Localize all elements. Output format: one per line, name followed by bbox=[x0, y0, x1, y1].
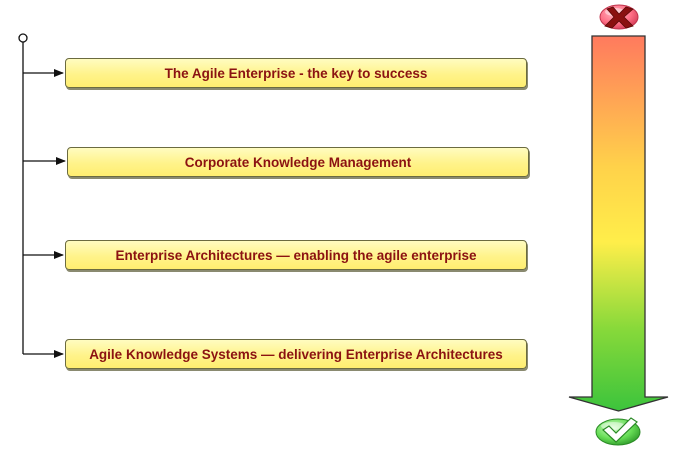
topic-label: The Agile Enterprise - the key to succes… bbox=[164, 65, 428, 81]
gradient-scale bbox=[568, 4, 669, 446]
topic-box-enterprise-architectures: Enterprise Architectures — enabling the … bbox=[65, 240, 527, 270]
connector-tree bbox=[18, 33, 66, 358]
topic-label: Enterprise Architectures — enabling the … bbox=[115, 247, 477, 263]
topic-label: Agile Knowledge Systems — delivering Ent… bbox=[89, 346, 503, 362]
red-cross-icon bbox=[599, 4, 639, 30]
topic-label: Corporate Knowledge Management bbox=[184, 154, 412, 170]
gradient-arrow bbox=[568, 35, 669, 412]
topic-box-knowledge-management: Corporate Knowledge Management bbox=[67, 147, 529, 177]
root-node-circle bbox=[18, 33, 28, 43]
topic-box-agile-knowledge-systems: Agile Knowledge Systems — delivering Ent… bbox=[65, 339, 527, 369]
topic-box-agile-enterprise: The Agile Enterprise - the key to succes… bbox=[65, 58, 527, 88]
green-check-icon bbox=[595, 417, 641, 446]
